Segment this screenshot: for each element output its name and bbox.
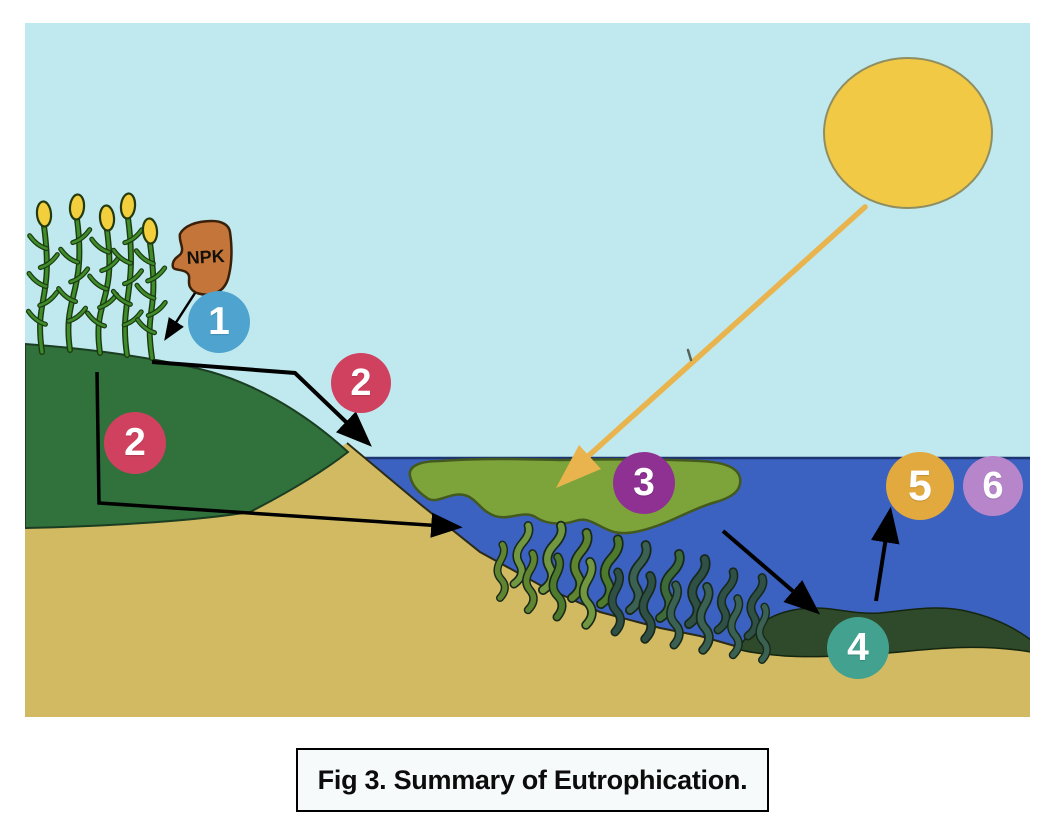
- seaweed-strand: [755, 602, 771, 665]
- hill: [25, 342, 350, 530]
- corn-plants: [25, 192, 168, 361]
- seaweed: [493, 520, 771, 665]
- badge-5: 5: [886, 452, 954, 520]
- sun-ray-arrow: [572, 204, 868, 471]
- seaweed-strand: [727, 594, 744, 660]
- seaweed-strand: [607, 567, 625, 637]
- corn-plant: [110, 192, 145, 358]
- seaweed-strand: [743, 573, 768, 641]
- seaweed-strand: [638, 571, 657, 644]
- groundwater-flow-arrow: [95, 371, 463, 538]
- badge-2-groundwater: 2: [104, 412, 166, 474]
- badge-1: 1: [188, 291, 250, 353]
- corn-cob: [98, 204, 116, 232]
- corn-plant: [85, 204, 122, 356]
- seaweed-strand: [695, 581, 714, 655]
- corn-cob: [141, 217, 159, 245]
- ray-tick-mark: [686, 348, 693, 362]
- corn-plant: [25, 200, 60, 355]
- sun-icon: [823, 57, 993, 209]
- seaweed-strand: [713, 567, 739, 635]
- surface-runoff-arrow: [151, 360, 372, 447]
- seaweed-strand: [522, 549, 539, 615]
- corn-plant: [56, 193, 93, 353]
- corn-cob: [68, 193, 86, 221]
- badge-6: 6: [963, 456, 1023, 516]
- seaweed-strand: [666, 580, 684, 650]
- fertilizer-to-soil-arrow: [164, 292, 197, 341]
- badge-3: 3: [613, 452, 675, 514]
- sediment-to-fish-arrow: [871, 506, 900, 602]
- seaweed-strand: [548, 552, 567, 622]
- figure-caption: Fig 3. Summary of Eutrophication.: [296, 748, 769, 812]
- fertilizer-label: NPK: [186, 246, 225, 268]
- algae-to-sediment-arrow: [721, 529, 821, 615]
- fertilizer-bag: NPK: [171, 219, 233, 296]
- corn-plant: [133, 217, 168, 361]
- seaweed-strand: [493, 540, 509, 603]
- corn-cob: [35, 200, 53, 228]
- seaweed-strand: [509, 521, 534, 589]
- seaweed-strand: [625, 540, 652, 615]
- badge-4: 4: [827, 617, 889, 679]
- seaweed-strand: [578, 556, 597, 630]
- corn-cob: [119, 192, 137, 220]
- badge-2-runoff: 2: [331, 353, 391, 413]
- sun-ray-arrowhead: [556, 445, 601, 488]
